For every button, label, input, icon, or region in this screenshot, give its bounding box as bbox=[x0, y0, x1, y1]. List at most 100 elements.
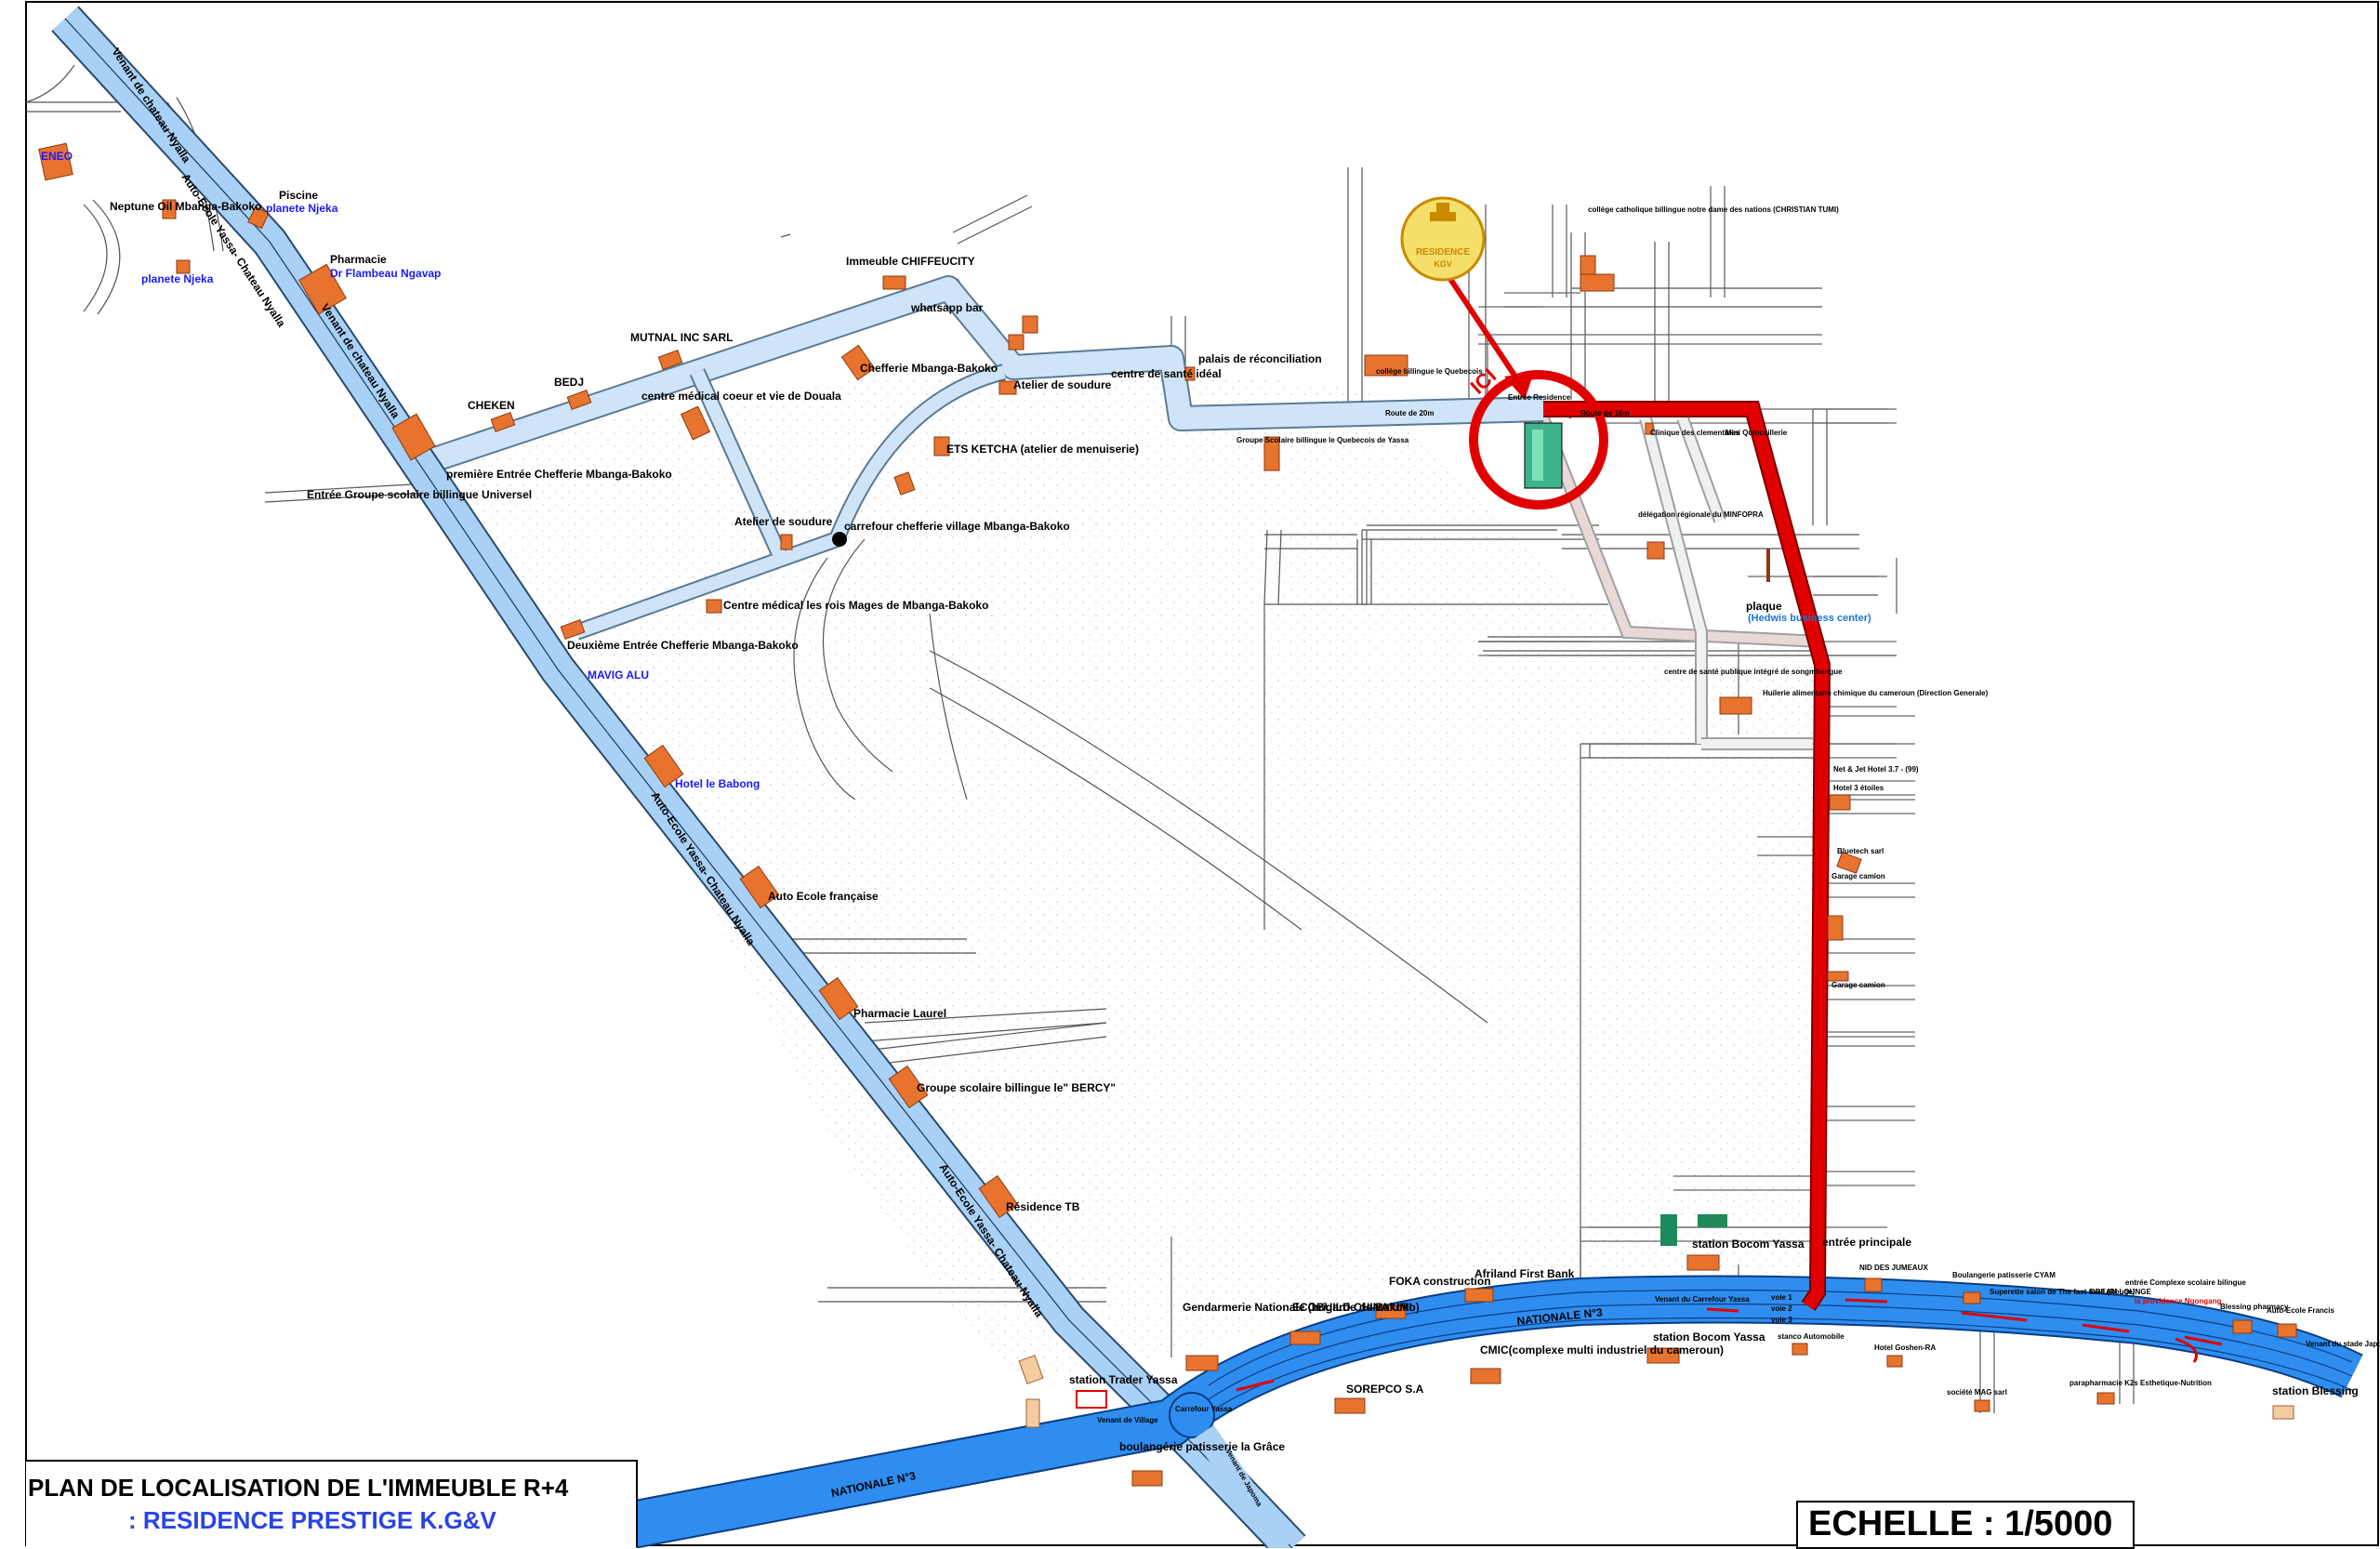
label-net: Net & Jet Hotel 3.7 - (99) bbox=[1833, 765, 1919, 774]
building-planete bbox=[176, 259, 191, 274]
label-station-bocom2: station Bocom Yassa bbox=[1653, 1331, 1765, 1344]
label-plaque: plaque bbox=[1746, 600, 1782, 613]
building-mag bbox=[1974, 1399, 1990, 1412]
building-nid bbox=[1864, 1278, 1883, 1292]
label-immeuble: Immeuble CHIFFEUCITY bbox=[846, 255, 975, 268]
label-hedwis: (Hedwis business center) bbox=[1748, 613, 1871, 624]
label-entree-principale: entrée principale bbox=[1822, 1236, 1911, 1249]
building-centre-rois bbox=[706, 599, 722, 614]
building-stanco bbox=[1792, 1343, 1808, 1356]
building-sorepco bbox=[1334, 1397, 1366, 1414]
building-grace bbox=[1131, 1470, 1163, 1487]
label-groupe-bercy: Groupe scolaire billingue le" BERCY" bbox=[917, 1081, 1116, 1094]
carrefour-chefferie-dot bbox=[832, 532, 847, 547]
residence-site bbox=[1524, 422, 1563, 489]
label-huilerie: Huilerie alimentaire chimique du camerou… bbox=[1763, 689, 1989, 697]
plan-subtitle: : RESIDENCE PRESTIGE K.G&V bbox=[128, 1506, 496, 1534]
settlement-area bbox=[437, 353, 1822, 1376]
building-piscine bbox=[247, 205, 270, 230]
label-pharmacie: Pharmacie bbox=[330, 253, 387, 266]
scale-label: ECHELLE : 1/5000 bbox=[1808, 1504, 2113, 1543]
label-hotel3: Hotel 3 étoiles bbox=[1833, 784, 1884, 792]
building-immeuble bbox=[882, 275, 906, 290]
label-mavig: MAVIG ALU bbox=[588, 669, 649, 682]
label-blessing-pharmacy: Blessing pharmacy bbox=[2220, 1303, 2289, 1311]
building-cheken bbox=[490, 412, 516, 432]
label-planete-njeka1: planete Njeka bbox=[266, 202, 338, 215]
building-green2 bbox=[1698, 1214, 1727, 1227]
label-cmic: CMIC(complexe multi industriel du camero… bbox=[1480, 1344, 1724, 1357]
label-station-blessing: station Blessing bbox=[2272, 1384, 2359, 1397]
building-garage2 bbox=[1827, 971, 1849, 982]
building-college-cath2 bbox=[1580, 273, 1615, 292]
traffic-arrows bbox=[1236, 1298, 2223, 1392]
label-hotel-goshen: Hotel Goshen-RA bbox=[1874, 1344, 1936, 1352]
label-premiere-entree: première Entrée Chefferie Mbanga-Bakoko bbox=[446, 468, 672, 481]
label-ets-ketcha: ETS KETCHA (atelier de menuiserie) bbox=[946, 443, 1139, 456]
road-label-venant-carrefour: Venant du Carrefour Yassa bbox=[1655, 1295, 1750, 1304]
building-green1 bbox=[1660, 1214, 1677, 1246]
building-cyam bbox=[1963, 1291, 1981, 1304]
building-ecobuild bbox=[1289, 1331, 1321, 1345]
label-residence-tb: Résidence TB bbox=[1006, 1200, 1080, 1213]
building-centre-medical bbox=[680, 405, 711, 441]
label-centre-rois: Centre médical les rois Mages de Mbanga-… bbox=[723, 599, 988, 612]
map-frame bbox=[25, 1, 2379, 1546]
building-bedj bbox=[566, 390, 592, 410]
building-mutnal bbox=[657, 350, 683, 370]
building-plaque-arrow bbox=[1766, 549, 1770, 582]
label-station-bocom1: station Bocom Yassa bbox=[1692, 1238, 1805, 1251]
label-centre-medical1: centre médical coeur et vie de Douala bbox=[641, 390, 841, 403]
building-pharmacie bbox=[298, 263, 347, 315]
label-cheken: CHEKEN bbox=[468, 399, 515, 412]
label-auto-ecole-francis: Auto-Ecole Francis bbox=[2267, 1306, 2334, 1315]
label-clinique: Clinique des clementines bbox=[1650, 429, 1740, 437]
building-garage1 bbox=[1827, 915, 1844, 941]
building-atelier2 bbox=[780, 534, 793, 550]
building-trader bbox=[1076, 1390, 1107, 1409]
label-ecobuild: ECOBUILD CHINA UMI bbox=[1292, 1301, 1412, 1314]
label-atelier-soudure2: Atelier de soudure bbox=[734, 515, 833, 528]
building-bluetech bbox=[1836, 852, 1862, 874]
building-chefferie bbox=[840, 344, 876, 381]
building-francis bbox=[2277, 1323, 2297, 1338]
nationale-3 bbox=[628, 1275, 2363, 1548]
building-delegation bbox=[1646, 541, 1665, 560]
road-label-voie2: voie 2 bbox=[1771, 1304, 1792, 1313]
route-to-residence bbox=[1543, 401, 1831, 1311]
building-station-blessing bbox=[2272, 1405, 2294, 1420]
label-station-trader: station Trader Yassa bbox=[1069, 1373, 1178, 1386]
building-net bbox=[1829, 794, 1851, 811]
label-afriland: Afriland First Bank bbox=[1474, 1267, 1575, 1280]
label-garage2: Garage camion bbox=[1831, 981, 1885, 989]
label-entree-groupe: Entrée Groupe scolaire billingue Univers… bbox=[307, 488, 532, 501]
label-sorepco: SOREPCO S.A bbox=[1346, 1383, 1424, 1396]
label-carrefour-chefferie: carrefour chefferie village Mbanga-Bakok… bbox=[844, 520, 1070, 533]
building-gendarmerie bbox=[1185, 1355, 1219, 1371]
building-goshen bbox=[1886, 1355, 1903, 1368]
blue-road-network bbox=[414, 275, 1544, 641]
label-whatsapp: whatsapp bar bbox=[910, 301, 984, 314]
building-huilerie bbox=[1719, 696, 1752, 715]
scale-box bbox=[1796, 1501, 2135, 1549]
label-mutnal: MUTNAL INC SARL bbox=[630, 331, 733, 344]
building-trader-b1 bbox=[1018, 1355, 1044, 1384]
building-auto-ecole bbox=[739, 865, 780, 909]
label-piscine: Piscine bbox=[279, 189, 318, 202]
building-blessing bbox=[2232, 1319, 2253, 1334]
plan-title: PLAN DE LOCALISATION DE L'IMMEUBLE R+4 bbox=[28, 1474, 569, 1502]
label-groupe-quebecois: Groupe Scolaire billingue le Quebecois d… bbox=[1236, 436, 1409, 444]
label-dream: DREAM LOUNGE bbox=[2090, 1288, 2151, 1296]
label-nid: NID DES JUMEAUX bbox=[1859, 1264, 1928, 1272]
label-entree-residence: Entrée Residence bbox=[1508, 393, 1571, 402]
label-eneo: ENEO bbox=[41, 150, 73, 163]
label-dr-flambeau: Dr Flambeau Ngavap bbox=[330, 267, 441, 280]
label-parapharmacie: parapharmacie K2s Esthetique-Nutrition bbox=[2069, 1379, 2212, 1387]
label-chefferie1: Chefferie Mbanga-Bakoko bbox=[860, 362, 998, 375]
building-atelier bbox=[998, 380, 1017, 395]
building-ets2 bbox=[893, 471, 916, 496]
label-foka: FOKA construction bbox=[1389, 1275, 1491, 1288]
title-box bbox=[26, 1460, 638, 1547]
place-labels: ENEO Neptune Oil Mbanga-Bakoko Piscine p… bbox=[41, 150, 2359, 1453]
building-eneo bbox=[38, 142, 73, 181]
